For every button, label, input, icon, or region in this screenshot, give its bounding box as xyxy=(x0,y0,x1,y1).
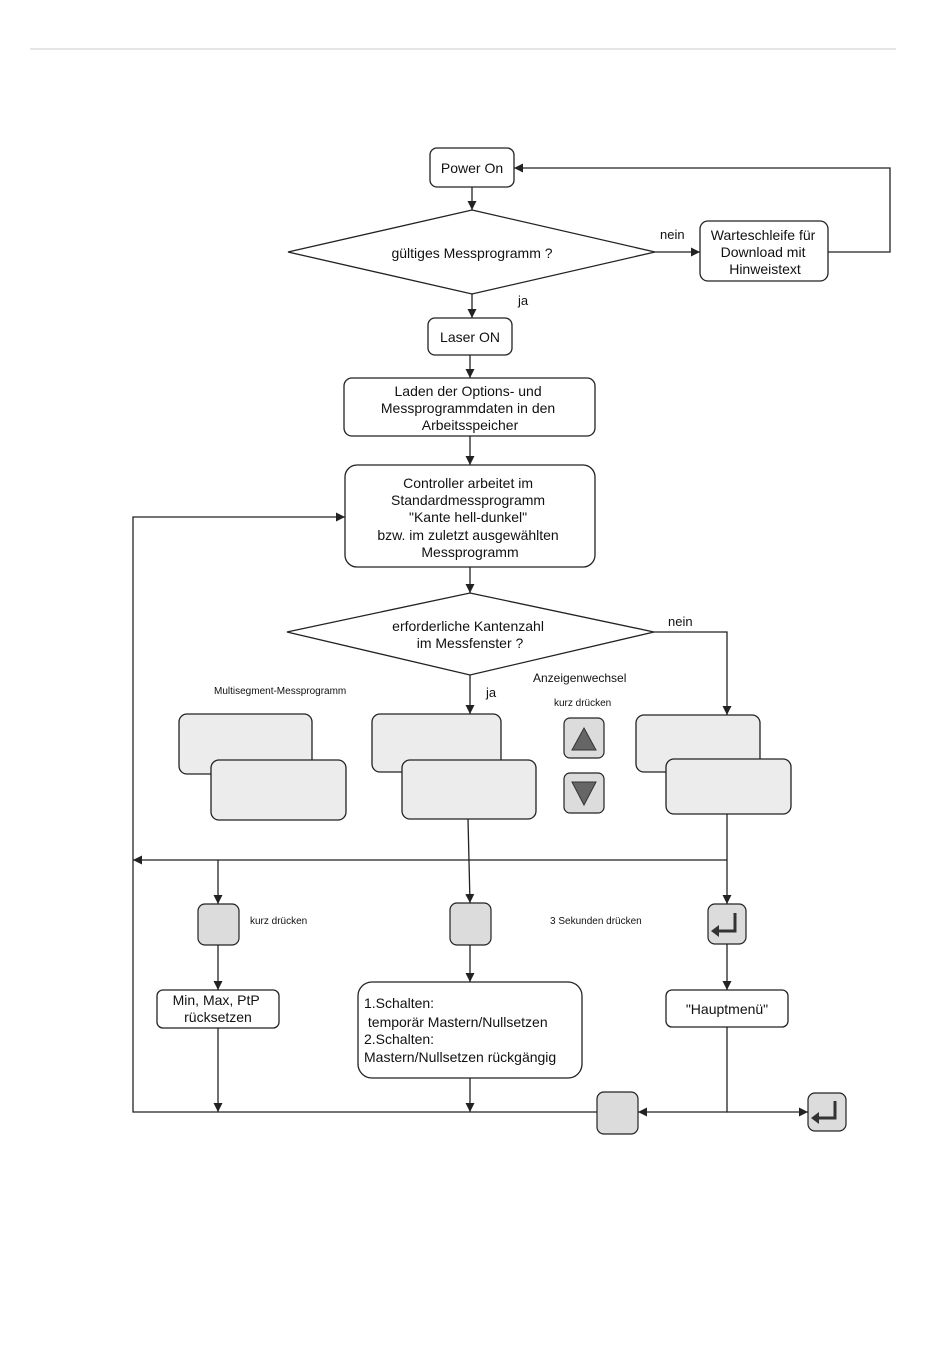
display-multisegment-front xyxy=(210,759,347,821)
enter-icon xyxy=(717,913,737,933)
nein-label-mid: nein xyxy=(668,614,693,629)
waiting-loop-box xyxy=(699,220,829,282)
display-change-label: Anzeigenwechsel xyxy=(533,671,626,685)
nein-label-top: nein xyxy=(660,227,685,242)
reset-minmax-label: Min, Max, PtP rücksetzen xyxy=(173,992,264,1025)
triangle-down-icon xyxy=(571,781,597,807)
ja-label-top: ja xyxy=(517,293,529,308)
triangle-up-icon xyxy=(571,726,597,751)
ja-label-mid: ja xyxy=(485,685,497,700)
laser-on-label: Laser ON xyxy=(440,329,500,345)
edge-count-label: erforderliche Kantenzahl im Messfenster … xyxy=(392,618,548,651)
bottom-key xyxy=(596,1091,639,1135)
three-seconds-label: 3 Sekunden drücken xyxy=(550,916,642,927)
display-right-front xyxy=(665,758,792,815)
reset-key xyxy=(197,903,240,946)
bottom-enter-key xyxy=(807,1092,847,1132)
switching-label: 1.Schalten: temporär Mastern/Nullsetzen … xyxy=(364,995,556,1065)
display-center-front xyxy=(401,759,537,820)
short-press-left-label: kurz drücken xyxy=(250,916,307,927)
enter-key xyxy=(707,903,747,945)
load-data-label: Laden der Options- und Messprogrammdaten… xyxy=(381,383,559,433)
multisegment-label: Multisegment-Messprogramm xyxy=(214,686,346,697)
edge-count-decision xyxy=(286,592,655,676)
main-menu-label: "Hauptmenü" xyxy=(686,1001,768,1017)
controller-label: Controller arbeitet im Standardmessprogr… xyxy=(377,475,562,560)
power-on-label: Power On xyxy=(441,160,503,176)
connectors xyxy=(132,163,891,1117)
waiting-loop-label: Warteschleife für Download mit Hinweiste… xyxy=(711,227,819,277)
valid-program-label: gültiges Messprogramm ? xyxy=(391,245,552,261)
enter-icon xyxy=(817,1101,837,1120)
master-key xyxy=(449,902,492,946)
short-press-top-label: kurz drücken xyxy=(554,698,611,709)
